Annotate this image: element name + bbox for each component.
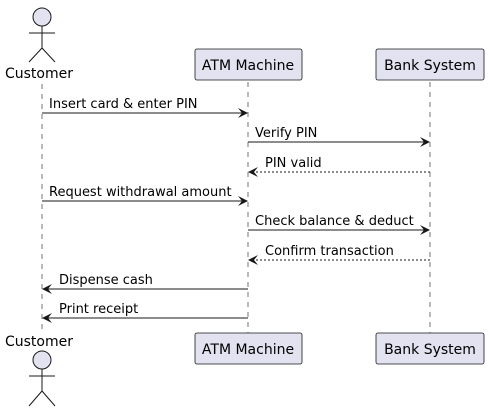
message-label: Print receipt <box>59 302 138 317</box>
actor-head-icon <box>32 7 52 27</box>
message-label: Check balance & deduct <box>255 214 414 229</box>
participant-bank-top: Bank System <box>375 48 485 81</box>
message-label: Verify PIN <box>255 126 317 141</box>
message-label: Dispense cash <box>59 273 153 288</box>
participant-label-bank-top: Bank System <box>384 58 476 74</box>
actor-customer-top: Customer <box>5 7 73 82</box>
participant-bank-bottom: Bank System <box>375 332 485 365</box>
message-label: Request withdrawal amount <box>49 185 232 200</box>
messages-group: Insert card & enter PIN Verify PIN PIN val… <box>42 97 430 323</box>
participant-atm-bottom: ATM Machine <box>194 332 303 365</box>
participant-label-atm-top: ATM Machine <box>202 58 294 74</box>
actor-head-icon <box>32 350 52 370</box>
message-label: Confirm transaction <box>265 244 394 259</box>
actor-customer-bottom: Customer <box>5 334 73 407</box>
participant-label-bank-bottom: Bank System <box>384 342 476 358</box>
message-label: PIN valid <box>265 156 322 171</box>
participant-atm-top: ATM Machine <box>194 48 303 81</box>
participant-label-atm-bottom: ATM Machine <box>202 342 294 358</box>
message-label: Insert card & enter PIN <box>49 97 198 112</box>
participant-label-customer-top: Customer <box>5 66 73 82</box>
participant-label-customer-bottom: Customer <box>5 334 73 350</box>
